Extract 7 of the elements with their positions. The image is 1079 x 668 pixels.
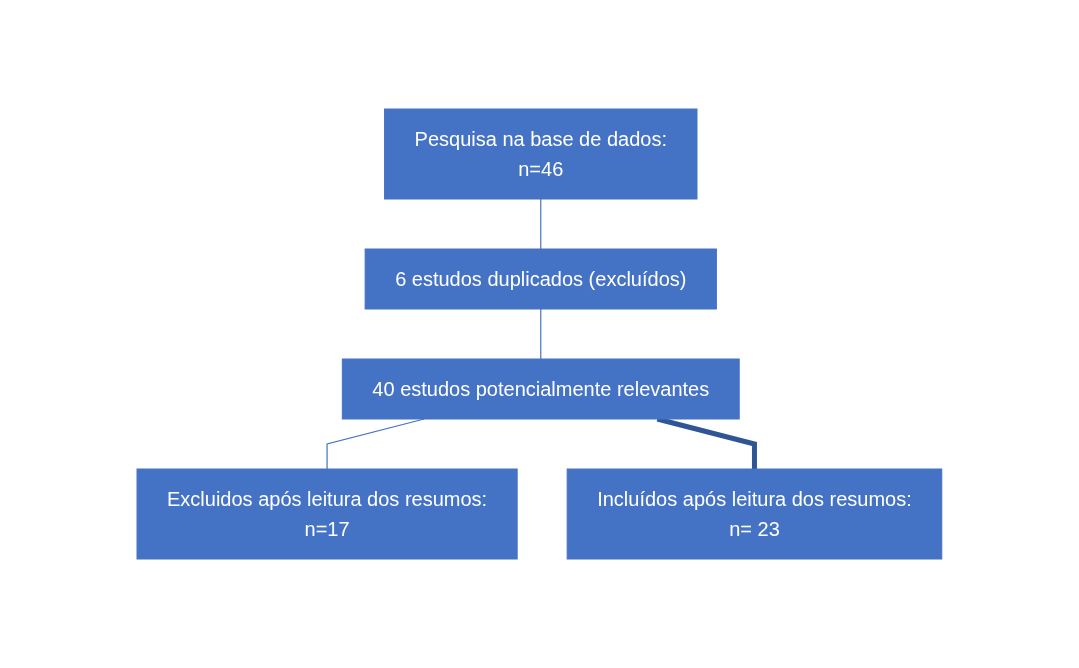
node-box: Excluidos após leitura dos resumos: n=17 — [136, 468, 518, 560]
node-box: 6 estudos duplicados (excluídos) — [364, 248, 717, 310]
connector — [540, 198, 542, 250]
connector — [540, 308, 542, 360]
node-box: Incluídos após leitura dos resumos: n= 23 — [566, 468, 943, 560]
node-box: Pesquisa na base de dados: n=46 — [384, 108, 698, 200]
node-box: 40 estudos potencialmente relevantes — [341, 358, 740, 420]
